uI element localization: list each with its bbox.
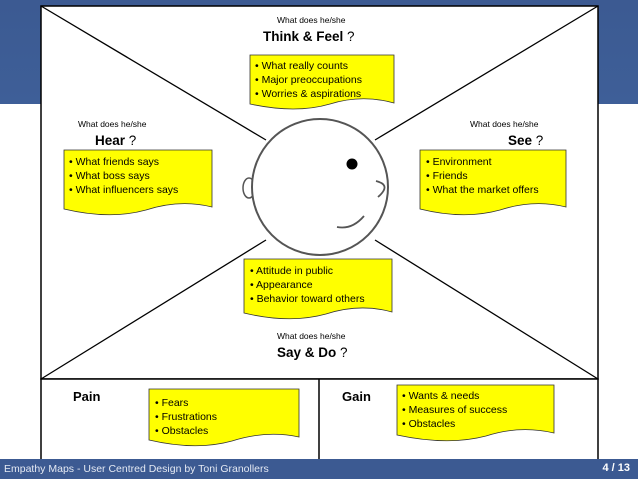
list-item: • Wants & needs [402, 390, 480, 402]
say-do-note: • Attitude in public • Appearance • Beha… [250, 264, 365, 306]
see-note-bg [419, 149, 567, 216]
see-mark: ? [535, 133, 544, 148]
think-feel-title: Think & Feel [263, 29, 344, 44]
list-item: • Obstacles [155, 425, 209, 437]
diagonal-bottom-right [374, 239, 599, 380]
head-icon [251, 118, 389, 256]
think-feel-note: • What really counts • Major preoccupati… [255, 59, 362, 101]
gain-note: • Wants & needs • Measures of success • … [402, 389, 507, 431]
see-heading: See ? [508, 133, 543, 148]
pain-note-bg [148, 388, 300, 447]
think-feel-note-bg [249, 54, 395, 110]
list-item: • Obstacles [402, 418, 456, 430]
list-item: • Appearance [250, 279, 313, 291]
say-do-title: Say & Do [277, 345, 337, 360]
diagonal-top-left [40, 5, 267, 141]
diagonal-top-right [374, 5, 599, 141]
see-question: What does he/she [470, 119, 539, 129]
footer-text: Empathy Maps - User Centred Design by To… [4, 463, 269, 475]
list-item: • Behavior toward others [250, 293, 365, 305]
hear-heading: Hear ? [95, 133, 136, 148]
head-mouth-icon [336, 215, 365, 229]
list-item: • Attitude in public [250, 265, 334, 277]
list-item: • Major preoccupations [255, 74, 362, 86]
list-item: • Frustrations [155, 411, 218, 423]
pain-label: Pain [73, 389, 101, 404]
think-feel-mark: ? [347, 29, 355, 44]
head-nose-icon [375, 180, 386, 198]
think-feel-question: What does he/she [277, 15, 346, 25]
diagonal-bottom-left [40, 239, 267, 380]
say-do-heading: Say & Do ? [277, 345, 348, 360]
pain-note: • Fears • Frustrations • Obstacles [155, 396, 217, 438]
say-do-note-bg [243, 258, 393, 320]
see-title: See [508, 133, 533, 148]
say-do-mark: ? [340, 345, 348, 360]
head-eye-icon [346, 158, 358, 170]
list-item: • What influencers says [69, 184, 179, 196]
hear-title: Hear [95, 133, 126, 148]
hear-note-bg [63, 149, 213, 216]
list-item: • What boss says [69, 170, 150, 182]
list-item: • Fears [155, 397, 189, 409]
list-item: • Worries & aspirations [255, 88, 362, 100]
think-feel-heading: Think & Feel ? [263, 29, 355, 44]
list-item: • What friends says [69, 156, 160, 168]
hear-note: • What friends says • What boss says • W… [69, 155, 178, 197]
list-item: • Environment [426, 156, 492, 168]
say-do-question: What does he/she [277, 331, 346, 341]
hear-mark: ? [128, 133, 137, 148]
gain-note-bg [396, 384, 555, 442]
footer-bar: Empathy Maps - User Centred Design by To… [0, 459, 638, 479]
see-note: • Environment • Friends • What the marke… [426, 155, 539, 197]
list-item: • Friends [426, 170, 468, 182]
gain-label: Gain [342, 389, 371, 404]
list-item: • What the market offers [426, 184, 539, 196]
page-number: 4 / 13 [602, 462, 630, 474]
list-item: • Measures of success [402, 404, 508, 416]
list-item: • What really counts [255, 60, 348, 72]
hear-question: What does he/she [78, 119, 147, 129]
